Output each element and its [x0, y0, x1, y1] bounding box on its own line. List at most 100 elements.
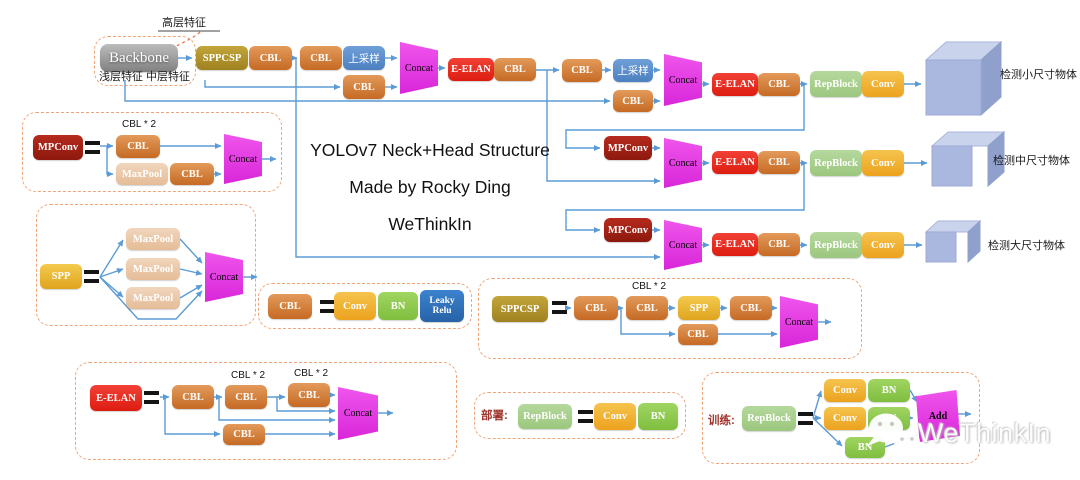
- main-connectors: [124, 55, 928, 260]
- shallow-mid-feature-label: 浅层特征 中层特征: [99, 71, 191, 83]
- cbl-block: CBL: [225, 385, 267, 409]
- bn-block: BN: [868, 379, 910, 402]
- concat-block: Concat: [400, 42, 438, 94]
- sppcsp-block: SPPCSP: [196, 46, 248, 70]
- legend-connectors: [99, 143, 972, 448]
- cbl-block: CBL: [613, 90, 653, 112]
- equals-sign: [578, 410, 593, 423]
- cbl-block: CBL: [730, 296, 772, 320]
- equals-sign: [84, 270, 99, 283]
- concat-block: Concat: [205, 252, 243, 302]
- repblock-block: RepBlock: [742, 406, 796, 431]
- spp-block: SPP: [678, 296, 720, 320]
- eelan-block: E-ELAN: [712, 73, 758, 96]
- concat-block: Concat: [224, 134, 262, 184]
- equals-sign: [144, 391, 159, 404]
- legend-sppcsp-frame: [478, 278, 862, 359]
- mpconv-block: MPConv: [33, 135, 83, 160]
- cbl-times-2-label: CBL * 2: [231, 370, 266, 381]
- repblock-block: RepBlock: [810, 71, 862, 97]
- detect-small-label: 检测小尺寸物体: [1000, 69, 1077, 81]
- cbl-block: CBL: [223, 424, 265, 445]
- detect-medium-cube: [930, 130, 1006, 188]
- bn-block: BN: [378, 292, 418, 320]
- maxpool-block: MaxPool: [126, 287, 180, 309]
- maxpool-block: MaxPool: [116, 163, 168, 185]
- cbl-block: CBL: [678, 324, 718, 345]
- high-level-feature-label: 高层特征: [162, 17, 206, 29]
- leaky-relu-block: Leaky Relu: [420, 290, 464, 322]
- conv-block: Conv: [824, 379, 866, 402]
- spp-block: SPP: [40, 264, 82, 289]
- cbl-block: CBL: [172, 385, 214, 409]
- cbl-times-2-label: CBL * 2: [294, 368, 329, 379]
- legend-mpconv-frame: [22, 112, 282, 192]
- eelan-block: E-ELAN: [712, 233, 758, 256]
- concat-block: Concat: [338, 387, 378, 440]
- repblock-block: RepBlock: [810, 232, 862, 258]
- diagram-title: YOLOv7 Neck+Head Structure Made by Rocky…: [270, 140, 590, 251]
- equals-sign: [320, 300, 335, 313]
- detect-large-label: 检测大尺寸物体: [988, 240, 1065, 252]
- conv-block: Conv: [862, 150, 904, 176]
- backbone-frame: [94, 36, 196, 86]
- repblock-block: RepBlock: [810, 150, 862, 176]
- cbl-block: CBL: [249, 46, 292, 70]
- equals-sign: [552, 301, 567, 314]
- concat-block: Concat: [664, 138, 702, 188]
- cbl-block: CBL: [574, 296, 618, 320]
- conv-block: Conv: [862, 232, 904, 258]
- concat-block: Concat: [664, 220, 702, 270]
- cbl-block: CBL: [116, 135, 160, 158]
- legend-deploy-frame: [474, 392, 686, 439]
- eelan-block: E-ELAN: [712, 151, 758, 174]
- add-block: Add: [916, 390, 960, 442]
- cbl-block: CBL: [288, 383, 330, 407]
- conv-block: Conv: [862, 71, 904, 97]
- maxpool-block: MaxPool: [126, 258, 180, 280]
- detect-small-cube: [924, 40, 1003, 117]
- concat-block: Concat: [780, 296, 818, 348]
- cbl-times-2-label: CBL * 2: [632, 281, 667, 292]
- equals-sign: [85, 141, 100, 154]
- detect-large-cube: [924, 219, 982, 264]
- upsample-block: 上采样: [343, 46, 385, 70]
- upsample-block: 上采样: [613, 59, 653, 82]
- cbl-block: CBL: [494, 58, 536, 81]
- cbl-block: CBL: [758, 73, 800, 96]
- cbl-block: CBL: [170, 163, 214, 185]
- conv-block: Conv: [824, 407, 866, 430]
- eelan-block: E-ELAN: [90, 385, 142, 411]
- cbl-block: CBL: [343, 75, 385, 99]
- train-label: 训练:: [708, 415, 735, 427]
- eelan-block: E-ELAN: [448, 58, 494, 81]
- title-line-3: WeThinkIn: [388, 214, 472, 234]
- equals-sign: [798, 412, 813, 425]
- watermark-brand: WeThinkIn: [918, 418, 1052, 448]
- legend-train-frame: [702, 372, 980, 464]
- cbl-block: CBL: [268, 294, 312, 319]
- backbone-block: Backbone: [100, 44, 178, 72]
- concat-block: Concat: [664, 54, 702, 106]
- maxpool-block: MaxPool: [126, 228, 180, 250]
- sppcsp-block: SPPCSP: [492, 296, 548, 322]
- mpconv-block: MPConv: [604, 136, 652, 160]
- cbl-block: CBL: [758, 233, 800, 256]
- detect-medium-label: 检测中尺寸物体: [993, 155, 1070, 167]
- cbl-block: CBL: [626, 296, 668, 320]
- repblock-block: RepBlock: [518, 404, 572, 429]
- cbl-block: CBL: [300, 46, 342, 70]
- cbl-block: CBL: [758, 151, 800, 174]
- title-line-1: YOLOv7 Neck+Head Structure: [310, 140, 550, 160]
- bn-block: BN: [638, 403, 678, 430]
- conv-block: Conv: [334, 292, 376, 320]
- mpconv-block: MPConv: [604, 218, 652, 242]
- legend-cbl-frame: [258, 283, 472, 329]
- deploy-label: 部署:: [481, 410, 508, 422]
- conv-block: Conv: [594, 403, 636, 430]
- legend-eelan-frame: [75, 362, 457, 460]
- title-line-2: Made by Rocky Ding: [349, 177, 511, 197]
- cbl-times-2-label: CBL * 2: [122, 119, 157, 130]
